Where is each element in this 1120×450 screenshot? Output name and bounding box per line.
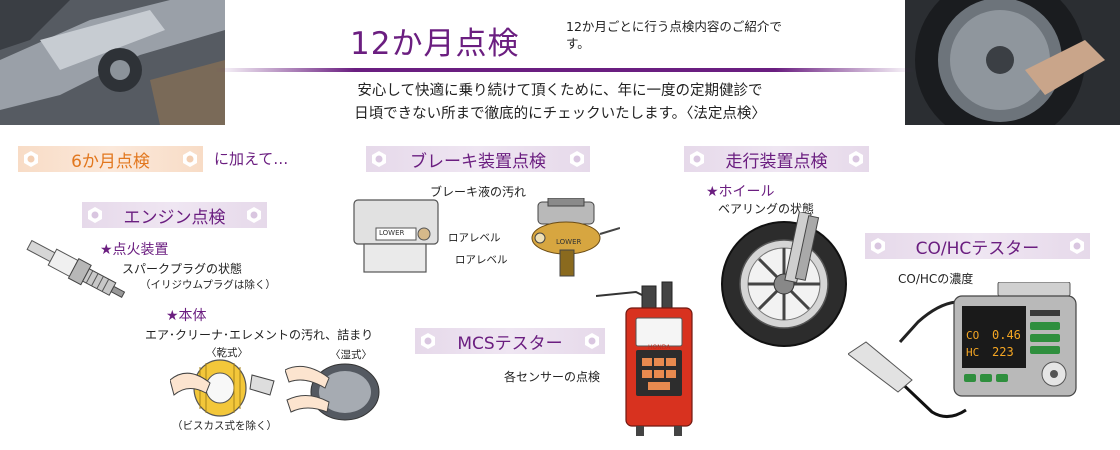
brake-reservoir-illustration: [352, 198, 442, 276]
hex-nut-icon: [88, 207, 102, 223]
running-label: 走行装置点検: [725, 151, 828, 172]
spark-title: ★点火装置: [100, 242, 169, 258]
header-photo-wheel-inspection: [905, 0, 1120, 125]
mcs-tester-illustration: [596, 278, 706, 436]
brake-master-cylinder-illustration: [524, 198, 620, 278]
engine-label-bar: エンジン点検: [82, 202, 267, 228]
co-display-value: 0.46: [992, 328, 1021, 342]
six-month-label-bar: 6か月点検: [18, 146, 203, 172]
spark-plug-illustration: [18, 228, 138, 318]
engine-body-title: ★本体: [166, 308, 207, 324]
brake-label-bar: ブレーキ装置点検: [366, 146, 590, 172]
mcs-label-bar: MCSテスター: [415, 328, 605, 354]
wheel-title: ★ホイール: [706, 184, 775, 200]
six-month-label: 6か月点検: [71, 151, 150, 172]
hex-nut-icon: [690, 151, 704, 167]
hex-nut-icon: [247, 207, 261, 223]
hc-display-value: 223: [992, 345, 1014, 359]
hex-nut-icon: [372, 151, 386, 167]
engine-body-detail: エア･クリーナ･エレメントの汚れ、詰まり: [145, 328, 374, 342]
six-month-suffix: に加えて…: [214, 150, 289, 168]
cohc-tester-illustration: [848, 282, 1088, 442]
spark-detail: スパークプラグの状態: [122, 262, 243, 276]
lower-level-label-1: ロアレベル: [448, 232, 501, 244]
hex-nut-icon: [1070, 238, 1084, 254]
header-photo-mechanic-hands: [0, 0, 225, 125]
description-line-1: 安心して快適に乗り続けて頂くために、年に一度の定期健診で: [357, 83, 763, 99]
cohc-label: CO/HCテスター: [915, 238, 1040, 259]
brake-fluid-detail: ブレーキ液の汚れ: [430, 185, 527, 199]
wheel-illustration: [718, 212, 858, 352]
running-label-bar: 走行装置点検: [684, 146, 869, 172]
page-subtitle: 12か月ごとに行う点検内容のご紹介です。: [566, 19, 782, 51]
air-filter-wet-label: 〈湿式〉: [330, 349, 372, 361]
wheel-detail: ベアリングの状態: [718, 202, 815, 216]
air-filter-dry-illustration: [170, 355, 280, 420]
hex-nut-icon: [24, 151, 38, 167]
air-filter-wet-illustration: [285, 360, 390, 422]
hc-display-label: HC: [966, 346, 980, 359]
co-display-label: CO: [966, 329, 980, 342]
brake-label: ブレーキ装置点検: [410, 151, 546, 172]
header-description: 安心して快適に乗り続けて頂くために、年に一度の定期健診で 日頃できない所まで徹底…: [240, 80, 880, 126]
master-cylinder-lower-tag: LOWER: [556, 238, 582, 246]
mcs-brand-text: HONDA: [648, 344, 671, 351]
engine-label: エンジン点検: [123, 207, 226, 228]
hex-nut-icon: [871, 238, 885, 254]
hex-nut-icon: [849, 151, 863, 167]
hex-nut-icon: [585, 333, 599, 349]
hex-nut-icon: [421, 333, 435, 349]
air-filter-dry-label: 〈乾式〉: [206, 347, 248, 359]
air-filter-note: （ビスカス式を除く）: [172, 420, 277, 432]
header-divider: [215, 68, 915, 72]
hex-nut-icon: [570, 151, 584, 167]
page-title: 12か月点検: [350, 26, 520, 62]
cohc-label-bar: CO/HCテスター: [865, 233, 1090, 259]
lower-level-label-2: ロアレベル: [455, 254, 508, 266]
mcs-label: MCSテスター: [457, 333, 563, 354]
spark-note: （イリジウムプラグは除く）: [140, 279, 276, 291]
reservoir-lower-tag: LOWER: [379, 229, 405, 237]
cohc-detail: CO/HCの濃度: [898, 272, 974, 286]
hex-nut-icon: [183, 151, 197, 167]
mcs-detail: 各センサーの点検: [504, 370, 601, 384]
description-line-2: 日頃できない所まで徹底的にチェックいたします。〈法定点検〉: [354, 106, 766, 122]
